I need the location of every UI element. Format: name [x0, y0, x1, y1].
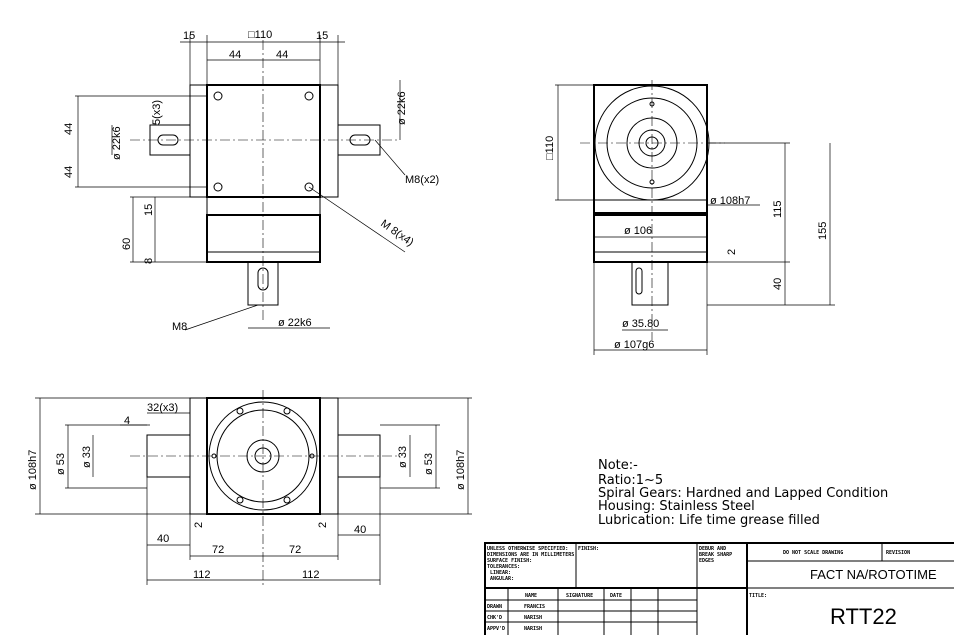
dim-label: ø 108h7: [710, 195, 750, 207]
dim-label: 4: [124, 415, 130, 427]
spec-text: TOLERANCES:: [487, 564, 520, 570]
dim-label: 32(x3): [147, 402, 178, 414]
housing-square: [206, 84, 321, 198]
dim-label: ø 53: [55, 453, 67, 475]
dim-label: 2: [193, 522, 205, 528]
spec-text: ANGULAR:: [490, 576, 514, 582]
note-line: Housing: Stainless Steel: [598, 499, 755, 514]
row-name: NARISH: [524, 615, 542, 621]
dim-label: 15: [316, 30, 328, 42]
dim-label: ø 107g6: [614, 339, 654, 351]
note-line: Lubrication: Life time grease filled: [598, 513, 820, 528]
revision-label: REVISION: [886, 550, 910, 556]
dim-label: ø 35.80: [622, 318, 659, 330]
dim-label: 155: [817, 222, 829, 240]
bottom-view: 32(x3) 4 ø 108h7 ø 53 ø 33 ø 33 ø 53 ø 1…: [27, 390, 472, 585]
dim-label: ø 53: [423, 453, 435, 475]
dim-label: 44: [63, 123, 75, 135]
top-left-view: 15 □110 15 44 44 44 44 5(x3) ø 22k6 ø 22…: [63, 29, 439, 333]
row-role: APPV'D: [487, 626, 505, 632]
dim-label: 5(x3): [151, 100, 163, 125]
dim-label: ø 106: [624, 225, 652, 237]
dim-label: 72: [212, 544, 224, 556]
header-signature: SIGNATURE: [566, 593, 593, 599]
dim-label: 112: [302, 569, 320, 581]
company-name: FACT NA/ROTOTIME: [810, 567, 937, 582]
dim-label: 60: [121, 238, 133, 250]
row-name: NARISH: [524, 626, 542, 632]
dim-label: M8(x2): [405, 174, 439, 186]
dim-label: 8: [143, 258, 155, 264]
dim-label: ø 108h7: [27, 450, 39, 490]
dim-label: □110: [248, 29, 272, 41]
dim-label: ø 22k6: [111, 126, 123, 160]
dim-label: ø 33: [81, 446, 93, 468]
dim-label: ø 22k6: [278, 317, 312, 329]
dim-label: □110: [544, 136, 556, 160]
dim-label: 15: [143, 204, 155, 216]
dim-label: ø 33: [397, 446, 409, 468]
notes: Note:- Ratio:1~5 Spiral Gears: Hardned a…: [598, 458, 888, 528]
row-role: DRAWN: [487, 604, 502, 610]
dim-label: 115: [772, 200, 784, 218]
dim-label: 112: [193, 569, 211, 581]
spec-text: UNLESS OTHERWISE SPECIFIED:: [487, 546, 568, 552]
row-name: FRANCIS: [524, 604, 545, 610]
note-line: Ratio:1~5: [598, 473, 663, 488]
dim-label: 40: [354, 524, 366, 536]
dim-label: 44: [229, 49, 241, 61]
title-label: TITLE:: [749, 593, 767, 599]
dim-label: 44: [63, 166, 75, 178]
title-block: UNLESS OTHERWISE SPECIFIED: DIMENSIONS A…: [484, 542, 954, 635]
deburr-text: EDGES: [699, 558, 714, 564]
dim-label: 44: [276, 49, 288, 61]
header-date: DATE: [610, 593, 622, 599]
dim-label: 15: [183, 30, 195, 42]
note-line: Spiral Gears: Hardned and Lapped Conditi…: [598, 486, 888, 501]
spec-text: DIMENSIONS ARE IN MILLIMETERS: [487, 552, 574, 558]
dim-label: 40: [772, 278, 784, 290]
dim-label: 40: [157, 533, 169, 545]
dim-label: M8: [172, 321, 187, 333]
row-role: CHK'D: [487, 615, 502, 621]
dim-label: 72: [289, 544, 301, 556]
dim-label: M 8(x4): [378, 218, 415, 249]
deburr-text: DEBUR AND: [699, 546, 726, 552]
spec-text: SURFACE FINISH:: [487, 558, 532, 564]
dim-label: 2: [317, 522, 329, 528]
deburr-text: BREAK SHARP: [699, 552, 732, 558]
drawing-title: RTT22: [830, 604, 897, 629]
finish-label: FINISH:: [578, 546, 599, 552]
top-right-view: □110 ø 108h7 ø 106 115 155 2 40 ø 35.80 …: [544, 80, 835, 355]
do-not-scale: DO NOT SCALE DRAWING: [783, 550, 843, 556]
dim-label: ø 22k6: [396, 91, 408, 125]
spec-text: LINEAR:: [490, 570, 511, 576]
dim-label: 2: [726, 249, 738, 255]
header-name: NAME: [525, 593, 537, 599]
dim-label: ø 108h7: [455, 450, 467, 490]
note-line: Note:-: [598, 458, 638, 473]
